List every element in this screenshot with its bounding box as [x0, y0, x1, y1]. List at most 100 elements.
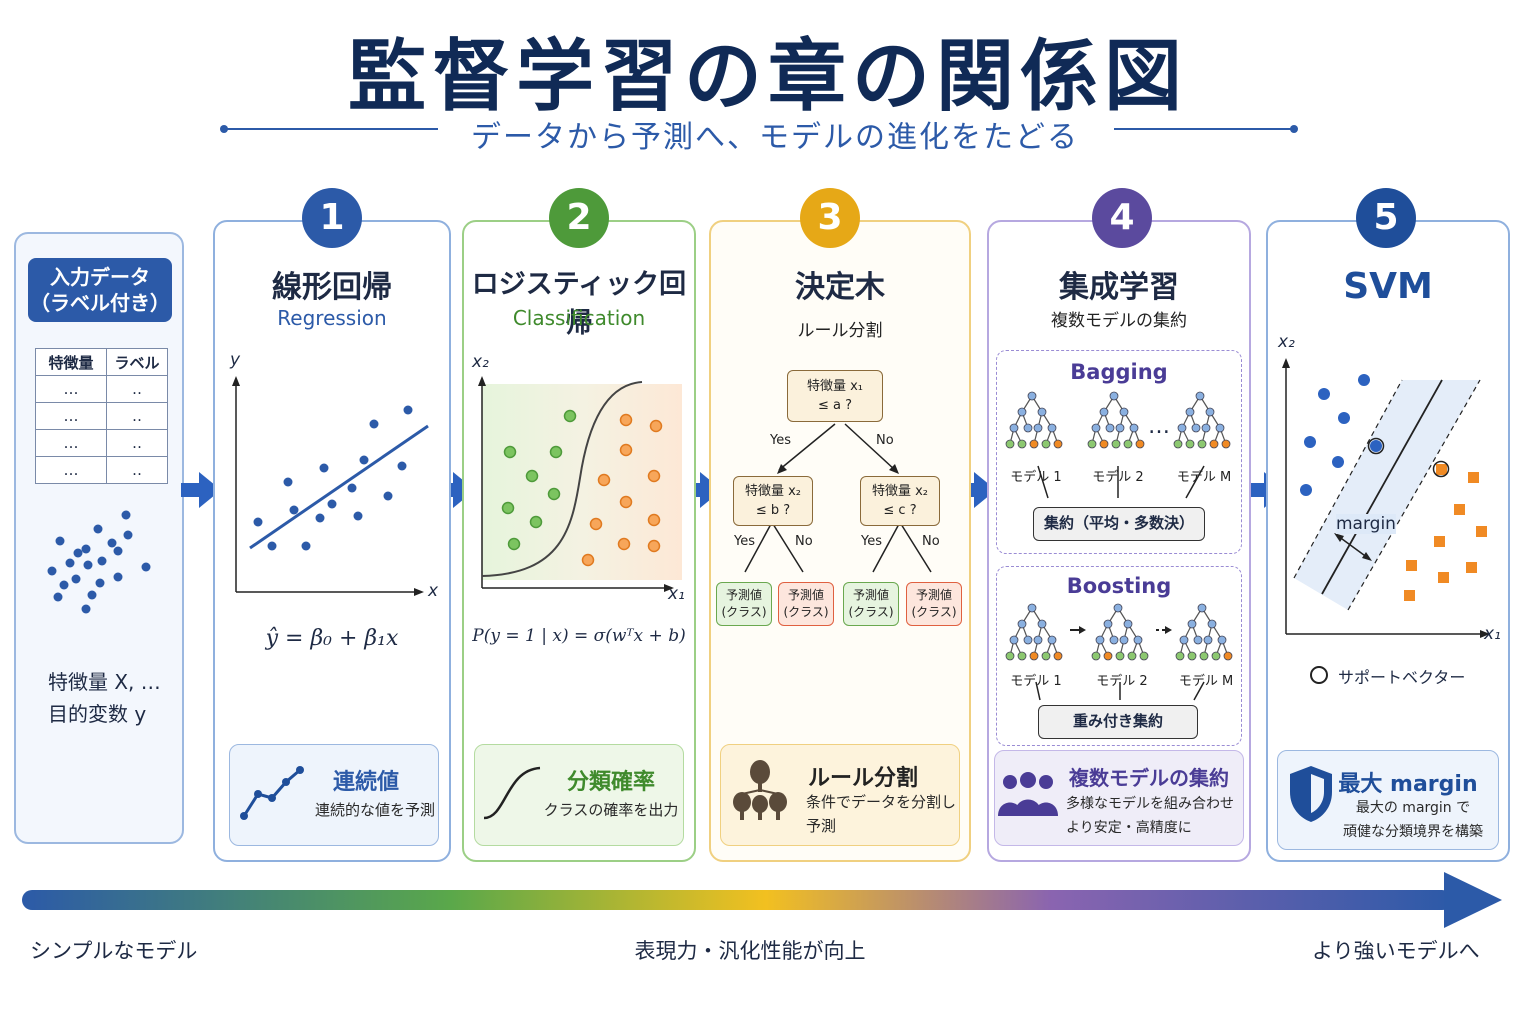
- decision-tree-edges: [744, 423, 932, 573]
- boosting-arrow-2-head: [1165, 626, 1172, 634]
- panel-4-title: 集成学習: [1059, 270, 1179, 305]
- input-target-label: 目的変数 y: [48, 702, 147, 726]
- panel-1-subtitle: Regression: [277, 306, 387, 330]
- panel-4-summary-desc: 多様なモデルを組み合わせ より安定・高精度に: [1066, 796, 1234, 836]
- logistic-plot: [478, 376, 682, 592]
- boosting-title: Boosting: [1066, 574, 1172, 598]
- panel-2-summary-title: 分類確率: [566, 770, 655, 795]
- panel-1-axis-y: y: [230, 350, 241, 370]
- subtitle-left-line: [224, 128, 438, 130]
- panel-2-formula: P(y = 1 | x) = σ(wᵀx + b): [472, 626, 686, 646]
- panel-2-subtitle: Classification: [512, 306, 646, 330]
- panel-4-subtitle: 複数モデルの集約: [1051, 311, 1187, 331]
- sigmoid-icon: [483, 766, 541, 820]
- table-row: …‥: [35, 402, 168, 430]
- bagging-tree-m: [1173, 391, 1231, 449]
- panel-2-axis-x: x₁: [668, 584, 685, 604]
- panel-2-summary-desc: クラスの確率を出力: [543, 801, 679, 819]
- bagging-trees: [1005, 391, 1231, 499]
- table-cell-label: ‥: [106, 375, 168, 403]
- input-header-text: 入力データ （ラベル付き）: [30, 265, 170, 315]
- page-title: 監督学習の章の関係図: [347, 32, 1188, 122]
- step-badge-4: 4: [1092, 188, 1152, 248]
- svm-plot: [1282, 358, 1490, 638]
- boosting-arrow-1-head: [1079, 626, 1086, 634]
- table-row: …‥: [35, 375, 168, 403]
- table-cell-feature: …: [35, 456, 107, 484]
- panel-2-axis-y: x₂: [472, 352, 489, 372]
- boosting-tree-1: [1005, 603, 1063, 661]
- bagging-model-2: モデル 2: [1092, 470, 1144, 485]
- svm-margin-label: margin: [1336, 514, 1396, 534]
- tree-leaf-3: 予測値 (クラス): [843, 582, 899, 626]
- bagging-model-m: モデル M: [1176, 470, 1232, 485]
- tree-left-yes: Yes: [734, 534, 755, 549]
- table-row: …‥: [35, 456, 168, 484]
- bagging-tree-1: [1005, 391, 1063, 449]
- table-cell-feature: …: [35, 402, 107, 430]
- trees-icon: [733, 760, 787, 820]
- tree-leaf-4: 予測値 (クラス): [906, 582, 962, 626]
- panel-2-summary-box: [474, 744, 684, 846]
- input-data-header: 入力データ （ラベル付き）: [28, 258, 172, 322]
- table-row: …‥: [35, 429, 168, 457]
- boosting-agg-arrow: [1035, 681, 1041, 701]
- subtitle-right-dot: [1290, 125, 1298, 133]
- tree-right-node: 特徴量 x₂ ≤ c ?: [860, 476, 940, 526]
- panel-4-summary-title: 複数モデルの集約: [1069, 766, 1229, 790]
- table-header-feature: 特徴量: [35, 348, 107, 376]
- bottom-center-label: 表現力・汎化性能が向上: [634, 939, 866, 963]
- bagging-arrow: [1037, 465, 1049, 499]
- panel-5-summary-desc: 最大の margin で 頑健な分類境界を構築: [1343, 800, 1483, 840]
- panel-3-title: 決定木: [795, 270, 885, 305]
- boosting-tree-m: [1175, 603, 1233, 661]
- step-badge-5: 5: [1356, 188, 1416, 248]
- table-header-label: ラベル: [106, 348, 168, 376]
- panel-5-axis-y: x₂: [1278, 332, 1295, 352]
- boosting-agg-arrow: [1193, 681, 1205, 701]
- tree-right-no: No: [922, 534, 940, 549]
- tree-leaf-1: 予測値 (クラス): [716, 582, 772, 626]
- panel-5-axis-x: x₁: [1484, 624, 1501, 644]
- bagging-tree-2: [1087, 391, 1145, 449]
- panel-3-subtitle: ルール分割: [797, 321, 883, 341]
- regression-plot: [232, 376, 429, 596]
- tree-right-yes: Yes: [861, 534, 882, 549]
- input-scatter: [47, 510, 151, 614]
- trend-line-icon: [240, 766, 304, 820]
- boosting-model-1: モデル 1: [1010, 674, 1062, 689]
- tree-no-label: No: [876, 433, 894, 448]
- tree-left-no: No: [795, 534, 813, 549]
- support-vector-legend-icon: [1310, 666, 1328, 684]
- feature-table: 特徴量 ラベル …‥…‥…‥…‥: [35, 348, 168, 484]
- panel-1-axis-x: x: [428, 581, 439, 601]
- tree-yes-label: Yes: [770, 433, 791, 448]
- table-cell-feature: …: [35, 375, 107, 403]
- panel-3-summary-title: ルール分割: [807, 766, 918, 791]
- bottom-right-label: より強いモデルへ: [1312, 939, 1480, 963]
- panel-1-summary-title: 連続値: [332, 770, 399, 795]
- panel-1-formula: ŷ = β₀ + β₁x: [265, 626, 399, 651]
- table-cell-feature: …: [35, 429, 107, 457]
- input-data-panel: [14, 232, 184, 844]
- bagging-model-1: モデル 1: [1010, 470, 1062, 485]
- panel-1-summary-desc: 連続的な値を予測: [314, 801, 435, 819]
- boosting-box: [996, 566, 1242, 746]
- panel-4-summary-box: [994, 750, 1244, 846]
- support-vector-legend-label: サポートベクター: [1338, 668, 1466, 687]
- table-cell-label: ‥: [106, 402, 168, 430]
- panel-2-title: ロジスティック回帰: [471, 269, 687, 339]
- tree-left-node: 特徴量 x₂ ≤ b ?: [733, 476, 813, 526]
- panel-3-summary-desc: 条件でデータを分割し 予測: [806, 793, 957, 835]
- panel-1-title: 線形回帰: [272, 270, 392, 305]
- tree-leaf-2: 予測値 (クラス): [778, 582, 834, 626]
- step-badge-2: 2: [549, 188, 609, 248]
- bagging-box: [996, 350, 1242, 554]
- bottom-left-label: シンプルなモデル: [30, 939, 198, 963]
- step-badge-3: 3: [800, 188, 860, 248]
- bagging-aggregation: 集約（平均・多数決）: [1033, 507, 1205, 541]
- page-subtitle: データから予測へ、モデルの進化をたどる: [471, 120, 1079, 155]
- tree-root-node: 特徴量 x₁ ≤ a ?: [787, 370, 883, 422]
- panel-5-summary-title: 最大 margin: [1338, 772, 1478, 797]
- boosting-tree-2: [1091, 603, 1149, 661]
